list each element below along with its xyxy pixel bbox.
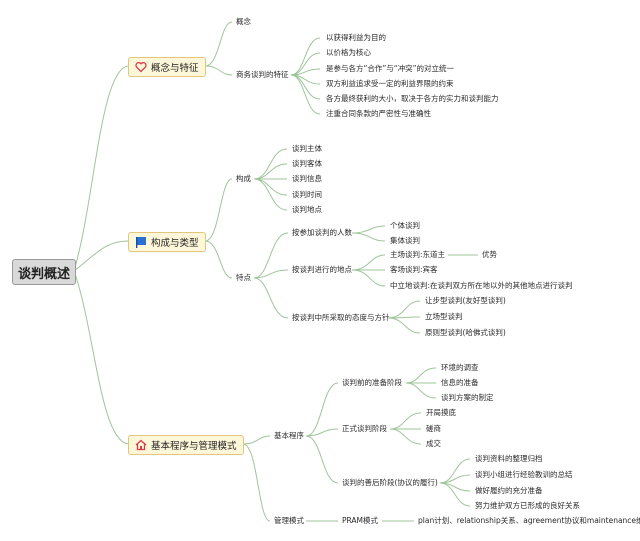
- node-management-mode[interactable]: 管理模式: [274, 516, 304, 525]
- by-attitude-item[interactable]: 原则型谈判(哈佛式谈判): [425, 328, 506, 337]
- composition-item[interactable]: 谈判时间: [292, 190, 322, 199]
- prep-item[interactable]: 谈判方案的制定: [441, 393, 494, 402]
- branch-composition-types[interactable]: 构成与类型: [128, 232, 206, 252]
- formal-item[interactable]: 成交: [426, 439, 441, 448]
- feature-item[interactable]: 以获得利益为目的: [326, 33, 386, 42]
- by-attitude-item[interactable]: 立场型谈判: [425, 312, 463, 321]
- flag-icon: [135, 236, 147, 248]
- node-advantage[interactable]: 优势: [482, 250, 497, 259]
- node-by-attitude[interactable]: 按谈判中所采取的态度与方针: [292, 313, 390, 322]
- branch-label: 概念与特征: [151, 63, 199, 74]
- feature-item[interactable]: 双方利益追求受一定的利益界限的约束: [326, 79, 454, 88]
- branch-concept-features[interactable]: 概念与特征: [128, 57, 206, 77]
- prep-item[interactable]: 环境的调查: [441, 363, 479, 372]
- feature-item[interactable]: 是参与各方“合作”与“冲突”的对立统一: [326, 64, 455, 73]
- node-pram-detail[interactable]: plan计划、relationship关系、agreement协议和mainte…: [418, 516, 640, 525]
- node-pram-mode[interactable]: PRAM模式: [342, 516, 379, 525]
- by-place-item[interactable]: 中立地谈判:在谈判双方所在地以外的其他地点进行谈判: [390, 281, 573, 290]
- node-by-people[interactable]: 按参加谈判的人数: [292, 228, 352, 237]
- prep-item[interactable]: 信息的准备: [441, 378, 479, 387]
- post-item[interactable]: 努力维护双方已形成的良好关系: [475, 501, 580, 510]
- node-formal-stage[interactable]: 正式谈判阶段: [342, 424, 387, 433]
- root-topic[interactable]: 谈判概述: [12, 259, 76, 285]
- composition-item[interactable]: 谈判主体: [292, 144, 322, 153]
- branch-label: 基本程序与管理模式: [151, 441, 237, 452]
- by-people-item[interactable]: 个体谈判: [390, 221, 420, 230]
- formal-item[interactable]: 开局摸底: [426, 408, 456, 417]
- node-concept[interactable]: 概念: [236, 17, 251, 26]
- by-attitude-item[interactable]: 让步型谈判(友好型谈判): [425, 296, 506, 305]
- branch-label: 构成与类型: [151, 238, 199, 249]
- node-prep-stage[interactable]: 谈判前的准备阶段: [342, 378, 402, 387]
- node-traits[interactable]: 特点: [236, 273, 251, 282]
- feature-item[interactable]: 注重合同条款的严密性与准确性: [326, 109, 431, 118]
- composition-item[interactable]: 谈判客体: [292, 159, 322, 168]
- heart-icon: [135, 61, 147, 73]
- post-item[interactable]: 谈判小组进行经验教训的总结: [475, 470, 573, 479]
- node-basic-procedure[interactable]: 基本程序: [274, 431, 304, 440]
- branch-procedure-management[interactable]: 基本程序与管理模式: [128, 435, 244, 455]
- node-business-negotiation-features[interactable]: 商务谈判的特征: [236, 70, 289, 79]
- node-post-stage[interactable]: 谈判的善后阶段(协议的履行): [342, 478, 438, 487]
- home-icon: [135, 439, 147, 451]
- feature-item[interactable]: 各方最终获利的大小，取决于各方的实力和谈判能力: [326, 94, 499, 103]
- by-place-item[interactable]: 客场谈判:宾客: [390, 265, 438, 274]
- composition-item[interactable]: 谈判地点: [292, 205, 322, 214]
- formal-item[interactable]: 磋商: [426, 424, 441, 433]
- by-people-item[interactable]: 集体谈判: [390, 236, 420, 245]
- node-composition[interactable]: 构成: [236, 174, 251, 183]
- feature-item[interactable]: 以价格为核心: [326, 48, 371, 57]
- by-place-item[interactable]: 主场谈判:东道主: [390, 250, 446, 259]
- node-by-place[interactable]: 按谈判进行的地点: [292, 265, 352, 274]
- composition-item[interactable]: 谈判信息: [292, 174, 322, 183]
- post-item[interactable]: 谈判资料的整理归档: [475, 454, 543, 463]
- post-item[interactable]: 做好履约的充分准备: [475, 486, 543, 495]
